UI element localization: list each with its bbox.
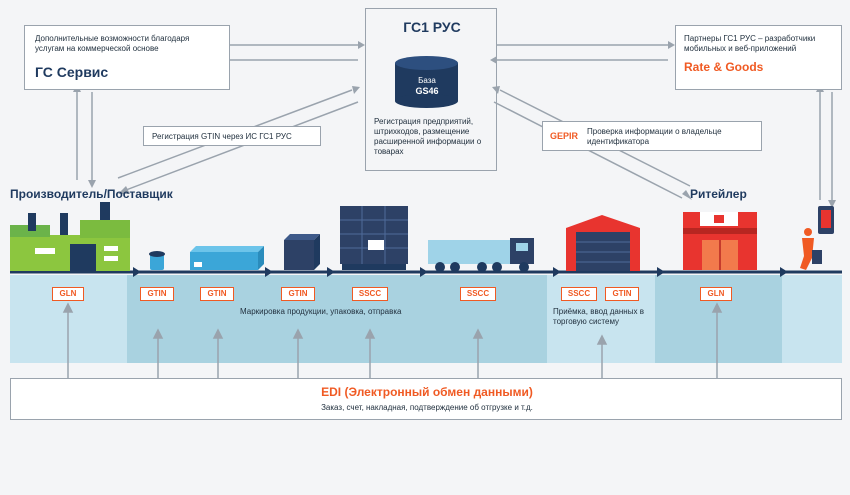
factory-illustration <box>10 202 130 271</box>
edi-box: EDI (Электронный обмен данными) Заказ, с… <box>10 378 842 420</box>
gepir-description: Проверка информации о владельце идентифи… <box>587 127 722 146</box>
gln-code-retailer: GLN <box>700 287 732 301</box>
database-label-line1: База <box>418 76 436 85</box>
gepir-label: GEPIR <box>550 131 579 141</box>
truck-illustration <box>428 238 534 272</box>
gtin-code-4: GTIN <box>605 287 639 301</box>
gs-service-title: ГС Сервис <box>35 64 109 80</box>
gs-service-box: Дополнительные возможности благодаря усл… <box>24 25 230 90</box>
gs1-rus-title: ГС1 РУС <box>403 19 461 35</box>
database-illustration <box>395 56 458 108</box>
sscc-code-3: SSCC <box>561 287 597 301</box>
gs1-rus-box: ГС1 РУС База GS46 Регистрация предприяти… <box>365 8 497 171</box>
gtin-code-1: GTIN <box>140 287 174 301</box>
gtin-code-2: GTIN <box>200 287 234 301</box>
gs1-rus-description: Регистрация предприятий, штрихкодов, раз… <box>374 117 482 156</box>
product-box-flat <box>190 246 264 270</box>
receiving-description: Приёмка, ввод данных в торговую систему <box>553 307 644 326</box>
gtin-registration-box: Регистрация GTIN через ИС ГС1 РУС <box>143 126 321 146</box>
edi-description: Заказ, счет, накладная, подтверждение об… <box>321 403 533 412</box>
pallet-illustration <box>340 206 408 270</box>
product-can <box>149 251 165 270</box>
gepir-box: GEPIR Проверка информации о владельце ид… <box>542 121 762 151</box>
top-arrows <box>230 44 668 61</box>
product-box-carton <box>284 234 320 270</box>
rate-goods-box: Партнеры ГС1 РУС – разработчики мобильны… <box>675 25 842 90</box>
warehouse-illustration <box>566 215 640 271</box>
sscc-code-1: SSCC <box>352 287 388 301</box>
store-illustration <box>683 212 757 270</box>
gtin-code-3: GTIN <box>281 287 315 301</box>
consumer-band <box>782 275 842 363</box>
gln-code-manufacturer: GLN <box>52 287 84 301</box>
rate-goods-description: Партнеры ГС1 РУС – разработчики мобильны… <box>684 34 816 53</box>
gs-service-description: Дополнительные возможности благодаря усл… <box>35 34 190 53</box>
retailer-title: Ритейлер <box>690 187 747 201</box>
rate-goods-title: Rate & Goods <box>684 60 764 74</box>
sscc-code-2: SSCC <box>460 287 496 301</box>
edi-title: EDI (Электронный обмен данными) <box>321 385 533 399</box>
marking-description: Маркировка продукции, упаковка, отправка <box>240 307 402 316</box>
database-label-line2: GS46 <box>415 86 439 96</box>
shopper-illustration <box>800 206 834 270</box>
manufacturer-title: Производитель/Поставщик <box>10 187 173 201</box>
gtin-registration-label: Регистрация GTIN через ИС ГС1 РУС <box>152 132 292 141</box>
